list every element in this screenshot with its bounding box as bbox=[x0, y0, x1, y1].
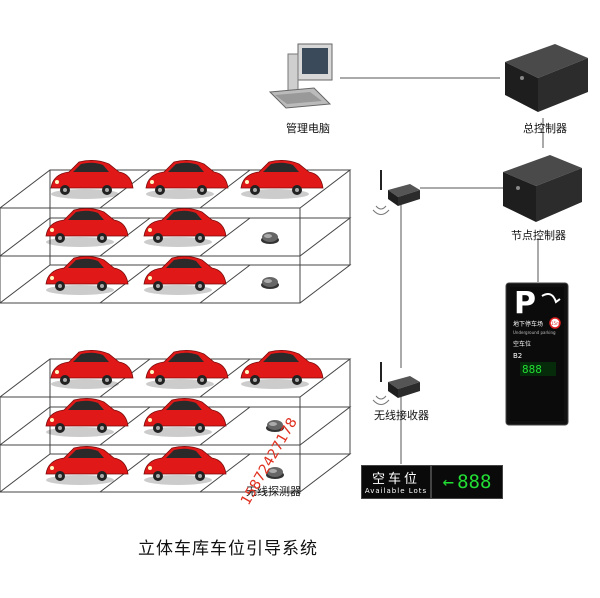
garage-rack-lower bbox=[0, 358, 352, 493]
master-controller-label: 总控制器 bbox=[523, 122, 567, 135]
wireless-sensor-icon bbox=[261, 277, 279, 289]
car-icon bbox=[143, 208, 227, 247]
turn-arrow-icon bbox=[541, 293, 561, 304]
wireless-receiver-lower-icon bbox=[372, 362, 420, 405]
vacant-sign-cn: 空车位 bbox=[371, 472, 420, 487]
wireless-sensor-icon bbox=[261, 232, 279, 244]
pc-label: 管理电脑 bbox=[286, 122, 330, 135]
vacant-lots-sign: 空车位 Available Lots bbox=[361, 465, 431, 499]
node-controller-icon bbox=[503, 155, 582, 222]
garage-rack-upper bbox=[0, 169, 352, 304]
parked-cars bbox=[45, 160, 324, 485]
pc-icon bbox=[268, 43, 333, 109]
node-controller-label: 节点控制器 bbox=[511, 229, 566, 242]
board-vacant-label: 空车位 bbox=[513, 340, 531, 348]
parking-sensors bbox=[261, 232, 284, 479]
vacant-sign-en: Available Lots bbox=[364, 487, 428, 495]
vacant-count-sign: ← 888 bbox=[431, 465, 503, 499]
car-icon bbox=[45, 446, 129, 485]
wireless-receiver-label: 无线接收器 bbox=[374, 409, 429, 422]
car-icon bbox=[145, 350, 229, 389]
board-p-letter: P bbox=[514, 286, 536, 321]
car-icon bbox=[143, 398, 227, 437]
car-icon bbox=[145, 160, 229, 199]
board-badge: 15m bbox=[551, 321, 560, 326]
car-icon bbox=[45, 256, 129, 295]
car-icon bbox=[143, 256, 227, 295]
wireless-receiver-upper-icon bbox=[372, 170, 420, 215]
guide-board: P 地下停车场 15m Underground parking 空车位 B2 8… bbox=[505, 282, 569, 426]
master-controller-icon bbox=[505, 44, 588, 112]
wireless-sensor-icon bbox=[266, 467, 284, 479]
car-icon bbox=[143, 446, 227, 485]
car-icon bbox=[50, 350, 134, 389]
board-count: 888 bbox=[522, 363, 542, 376]
vacant-count: 888 bbox=[457, 471, 492, 493]
board-sub: Underground parking bbox=[513, 330, 556, 335]
wireless-detector-label: 无线探测器 bbox=[246, 485, 301, 498]
car-icon bbox=[240, 350, 324, 389]
car-icon bbox=[45, 208, 129, 247]
board-heading: 地下停车场 bbox=[513, 320, 543, 328]
left-arrow-icon: ← bbox=[442, 471, 455, 493]
car-icon bbox=[45, 398, 129, 437]
car-icon bbox=[50, 160, 134, 199]
wireless-sensor-icon bbox=[266, 420, 284, 432]
diagram-title: 立体车库车位引导系统 bbox=[138, 539, 318, 559]
car-icon bbox=[240, 160, 324, 199]
connection-lines bbox=[340, 77, 544, 464]
board-level: B2 bbox=[513, 352, 522, 360]
